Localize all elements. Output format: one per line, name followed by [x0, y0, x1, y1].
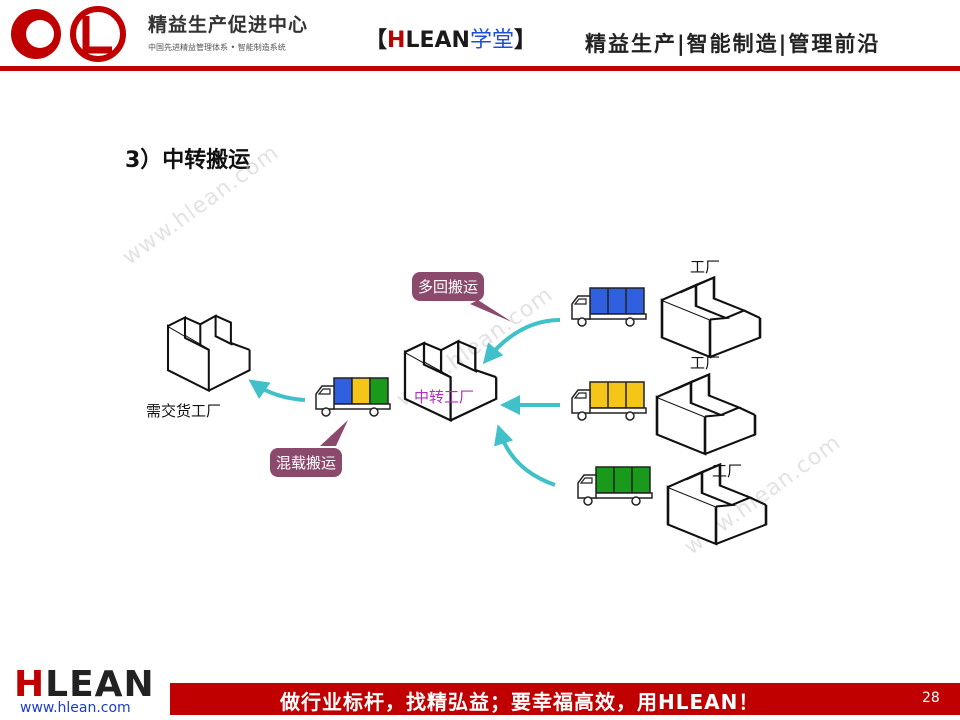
org-name: 精益生产促进中心 — [148, 14, 309, 36]
page-number: 28 — [922, 690, 940, 706]
callout-mixed-load: 混载搬运 — [270, 448, 343, 477]
callout-pointer-milk-run — [470, 300, 512, 322]
truck-blue-icon — [571, 287, 647, 327]
slide-header: 精益生产促进中心 中国先进精益管理体系 • 智能制造系统 【HLEAN学堂】 精… — [0, 0, 960, 71]
brand-bracket-close: 】 — [513, 28, 536, 53]
footer-logo-rest: LEAN — [45, 664, 155, 705]
brand-bracket-open: 【 — [365, 28, 388, 53]
footer-logo: HLEAN — [14, 664, 155, 705]
truck-yellow-icon — [571, 381, 647, 421]
factory-top-label: 工厂 — [690, 258, 721, 276]
truck-green-icon — [577, 466, 653, 506]
destination-factory-label: 需交货工厂 — [146, 402, 222, 420]
center-logo-icon — [11, 6, 126, 62]
factory-middle-icon — [655, 372, 757, 456]
footer-bar — [170, 683, 960, 715]
destination-factory-icon — [166, 314, 251, 393]
footer-slogan: 做行业标杆，找精弘益；要幸福高效，用HLEAN！ — [280, 690, 760, 714]
truck-mixed-icon — [315, 377, 391, 417]
hub-factory-icon — [403, 339, 498, 423]
slide-title: 3）中转搬运 — [125, 148, 251, 173]
factory-bottom-icon — [666, 462, 768, 546]
callout-milk-run: 多回搬运 — [412, 272, 485, 301]
header-tagline: 精益生产|智能制造|管理前沿 — [585, 32, 881, 56]
callout-pointer-mixed — [320, 420, 348, 446]
factory-top-icon — [660, 275, 762, 359]
header-divider — [0, 66, 960, 71]
factory-middle-label: 工厂 — [690, 354, 721, 372]
arrow-bottom-to-hub — [494, 424, 556, 487]
brand-xuetang: 学堂 — [469, 28, 514, 53]
footer-logo-h: H — [14, 664, 46, 705]
brand-h: H — [387, 28, 406, 53]
arrow-hub-to-destination — [248, 379, 306, 402]
arrow-top-to-hub — [482, 318, 561, 365]
org-subtitle: 中国先进精益管理体系 • 智能制造系统 — [148, 43, 286, 52]
hub-factory-label: 中转工厂 — [414, 388, 475, 406]
footer-url: www.hlean.com — [20, 700, 131, 716]
factory-bottom-label: 工厂 — [712, 462, 743, 480]
brand-lean: LEAN — [405, 28, 470, 53]
brand-title: 【HLEAN学堂】 — [365, 22, 536, 54]
